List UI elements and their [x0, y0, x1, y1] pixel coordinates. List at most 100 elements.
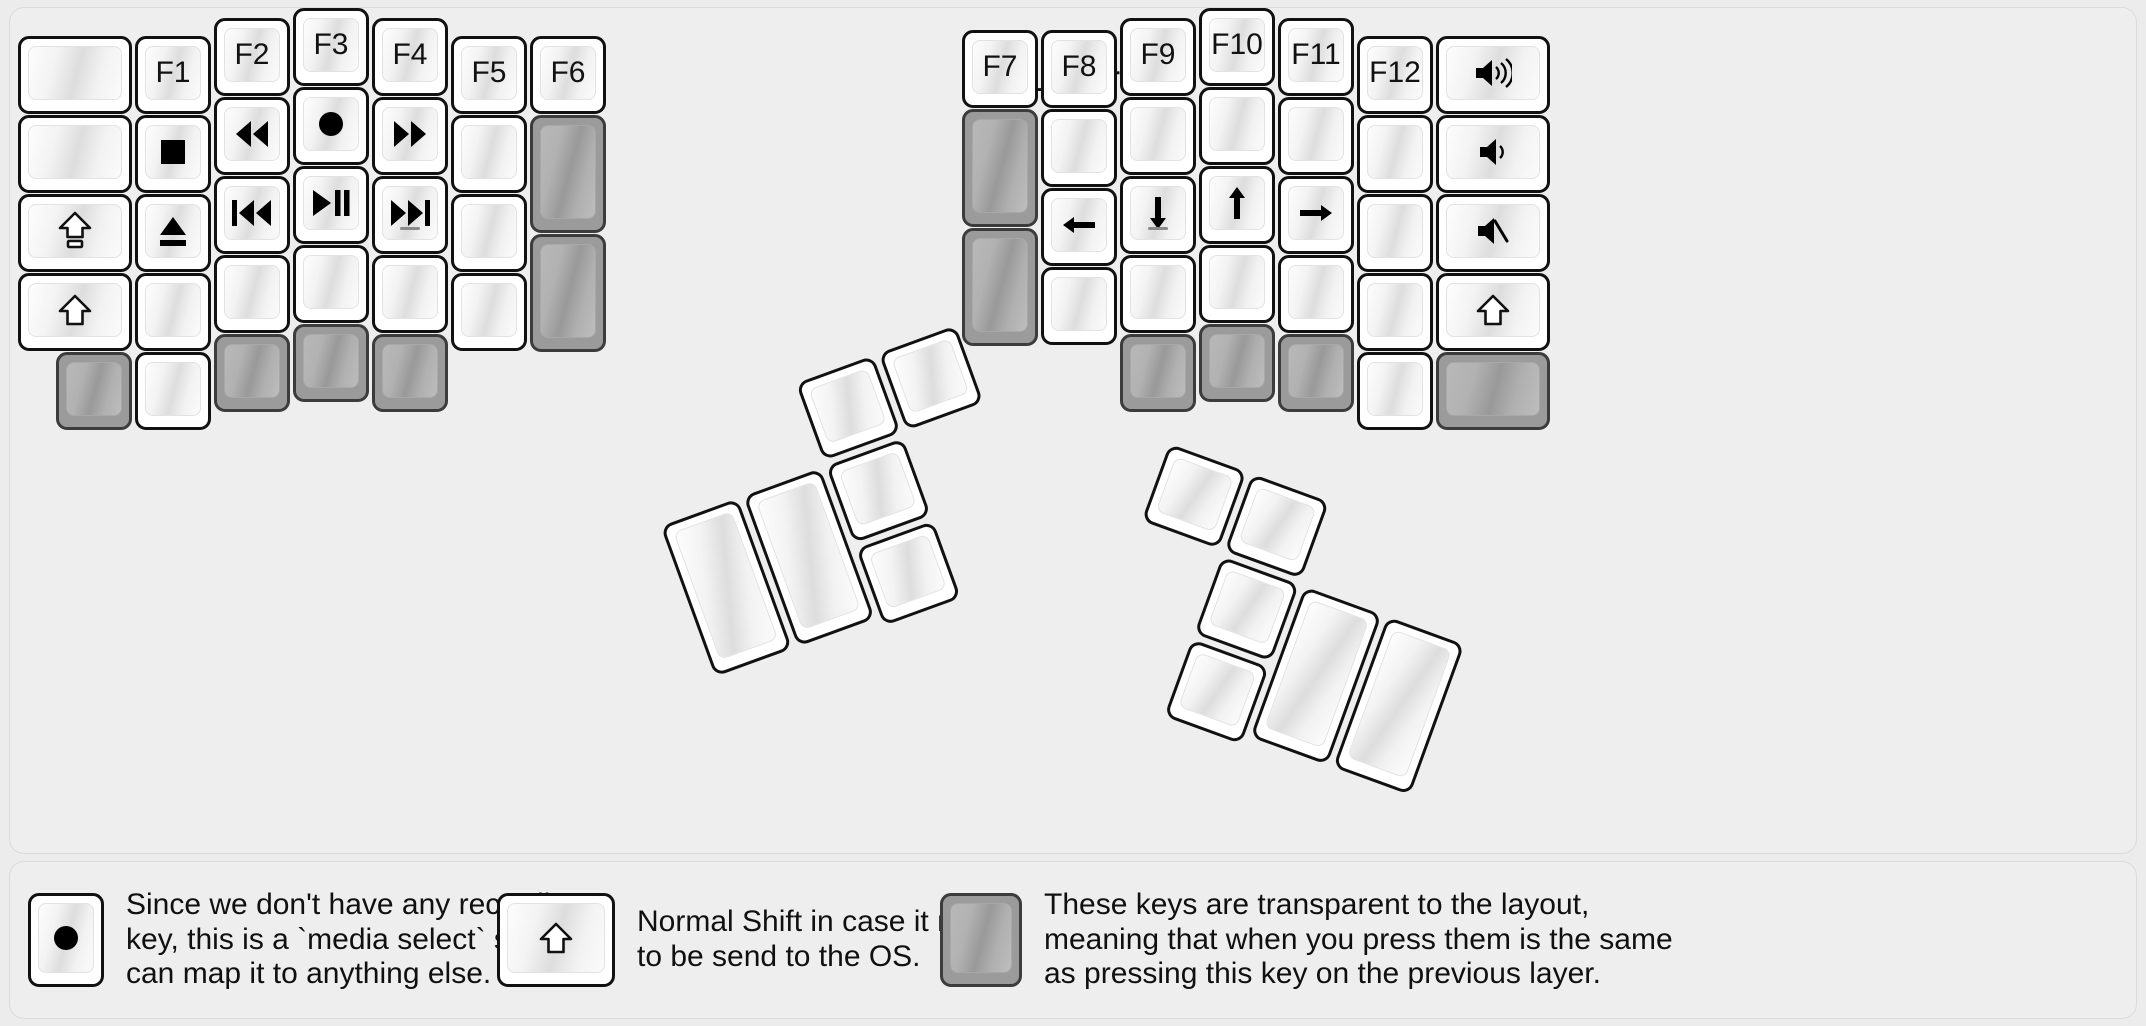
keycap-face: [972, 119, 1028, 213]
key-label: F10: [1211, 28, 1263, 61]
shift-icon: [508, 904, 604, 972]
col-f7-key-0[interactable]: F7: [962, 30, 1038, 108]
col-f6-key-1[interactable]: [530, 115, 606, 233]
col-outer-left-key-0[interactable]: [18, 36, 132, 114]
keycap-face: [224, 265, 280, 319]
col-f3-key-4[interactable]: [293, 324, 369, 402]
col-f2-key-1[interactable]: [214, 97, 290, 175]
keycap-face: [1130, 344, 1186, 398]
col-f12-key-0[interactable]: F12: [1357, 36, 1433, 114]
keycap-face: [303, 255, 359, 309]
col-f3-key-2[interactable]: [293, 166, 369, 244]
col-outer-right-key-1[interactable]: [1436, 115, 1550, 193]
col-f2-key-2[interactable]: [214, 176, 290, 254]
col-f1-key-2[interactable]: [135, 194, 211, 272]
col-f10-key-2[interactable]: [1199, 166, 1275, 244]
col-f6-key-0[interactable]: F6: [530, 36, 606, 114]
keycap-face: F5: [461, 46, 517, 100]
col-f9-key-4[interactable]: [1120, 334, 1196, 412]
col-f7-key-1[interactable]: [962, 109, 1038, 227]
col-outer-left-key-2[interactable]: [18, 194, 132, 272]
col-f4-key-1[interactable]: [372, 97, 448, 175]
col-f4-key-4[interactable]: [372, 334, 448, 412]
keycap-face: F12: [1367, 46, 1423, 100]
col-f11-key-2[interactable]: [1278, 176, 1354, 254]
key-label: F5: [471, 56, 507, 89]
col-outer-left-key-1[interactable]: [18, 115, 132, 193]
col-f11-key-1[interactable]: [1278, 97, 1354, 175]
keycap-face: [1288, 186, 1344, 240]
col-f1-key-3[interactable]: [135, 273, 211, 351]
play-pause-icon: [304, 177, 358, 229]
col-f9-key-0[interactable]: F9: [1120, 18, 1196, 96]
col-f4-key-2[interactable]: [372, 176, 448, 254]
col-f5-key-3[interactable]: [451, 273, 527, 351]
legend-key-sample: [940, 893, 1022, 987]
col-f10-key-3[interactable]: [1199, 245, 1275, 323]
legend-key-shift[interactable]: [497, 893, 615, 987]
col-f10-key-1[interactable]: [1199, 87, 1275, 165]
col-f8-key-1[interactable]: [1041, 109, 1117, 187]
col-f2-key-0[interactable]: F2: [214, 18, 290, 96]
keycap-face: F10: [1209, 18, 1265, 72]
col-outer-left-extra-key[interactable]: [56, 352, 132, 430]
col-f10-key-0[interactable]: F10: [1199, 8, 1275, 86]
col-f8-key-3[interactable]: [1041, 267, 1117, 345]
col-f12-key-3[interactable]: [1357, 273, 1433, 351]
keycap-face: [461, 125, 517, 179]
col-f9-key-3[interactable]: [1120, 255, 1196, 333]
col-f5-key-0[interactable]: F5: [451, 36, 527, 114]
key-label: F3: [313, 28, 349, 61]
col-f10-key-4[interactable]: [1199, 324, 1275, 402]
col-f9-key-2[interactable]: [1120, 176, 1196, 254]
col-f1-key-1[interactable]: [135, 115, 211, 193]
col-f3-key-0[interactable]: F3: [293, 8, 369, 86]
col-f1-key-4[interactable]: [135, 352, 211, 430]
keycap-face: [1288, 265, 1344, 319]
col-f1-key-0[interactable]: F1: [135, 36, 211, 114]
legend-key-transparent[interactable]: [940, 893, 1022, 987]
legend-key-record[interactable]: [28, 893, 104, 987]
col-f3-key-1[interactable]: [293, 87, 369, 165]
col-f5-key-2[interactable]: [451, 194, 527, 272]
key-label: F7: [982, 50, 1018, 83]
col-outer-right-key-2[interactable]: [1436, 194, 1550, 272]
col-f12-key-4[interactable]: [1357, 352, 1433, 430]
col-f6-key-2[interactable]: [530, 234, 606, 352]
col-f8-key-2[interactable]: [1041, 188, 1117, 266]
legend-description: These keys are transparent to the layout…: [1044, 887, 1673, 991]
keycap-face: [145, 283, 201, 337]
next-track-icon: [383, 187, 437, 239]
keycap-face: [382, 186, 438, 240]
keycap-face: F11: [1288, 28, 1344, 82]
col-f12-key-2[interactable]: [1357, 194, 1433, 272]
keycap-face: [1367, 125, 1423, 179]
homing-bar: [400, 227, 420, 230]
col-outer-right-key-4[interactable]: [1436, 352, 1550, 430]
col-outer-right-key-0[interactable]: [1436, 36, 1550, 114]
col-f9-key-1[interactable]: [1120, 97, 1196, 175]
col-f11-key-3[interactable]: [1278, 255, 1354, 333]
key-label: F2: [234, 38, 270, 71]
col-f3-key-3[interactable]: [293, 245, 369, 323]
col-outer-right-key-3[interactable]: [1436, 273, 1550, 351]
keycap-face: F8: [1051, 40, 1107, 94]
keycap-face: [303, 334, 359, 388]
col-f2-key-3[interactable]: [214, 255, 290, 333]
col-f11-key-0[interactable]: F11: [1278, 18, 1354, 96]
col-f5-key-1[interactable]: [451, 115, 527, 193]
col-f8-key-0[interactable]: F8: [1041, 30, 1117, 108]
keycap-face: F6: [540, 46, 596, 100]
legend-description: Normal Shift in case it needs to be send…: [637, 905, 1019, 973]
col-f11-key-4[interactable]: [1278, 334, 1354, 412]
keycap-face: [1446, 125, 1540, 179]
col-outer-left-key-3[interactable]: [18, 273, 132, 351]
col-f12-key-1[interactable]: [1357, 115, 1433, 193]
keycap-face: [808, 368, 887, 444]
keycap-face: [1208, 569, 1287, 646]
col-f7-key-2[interactable]: [962, 228, 1038, 346]
col-f4-key-0[interactable]: F4: [372, 18, 448, 96]
keycap-face: [1367, 204, 1423, 258]
col-f2-key-4[interactable]: [214, 334, 290, 412]
col-f4-key-3[interactable]: [372, 255, 448, 333]
